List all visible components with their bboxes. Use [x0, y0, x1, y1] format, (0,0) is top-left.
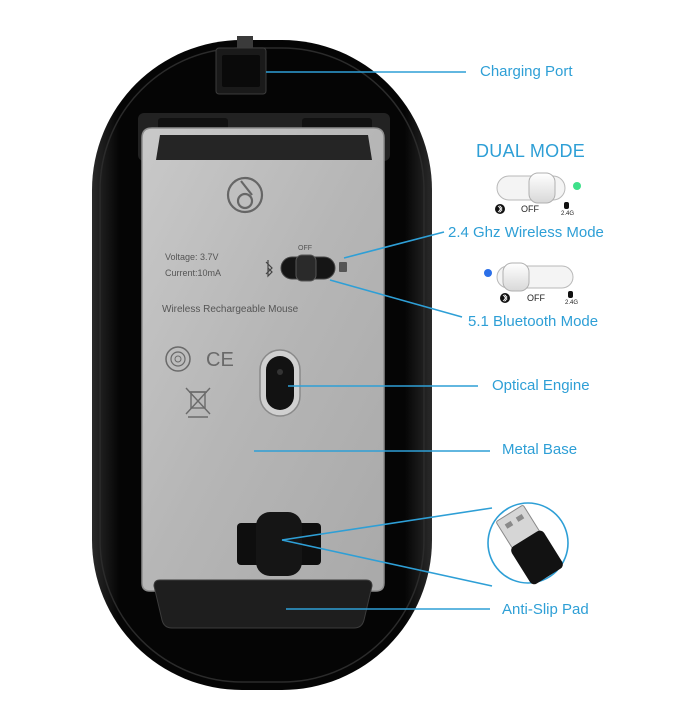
voltage-label: Voltage: 3.7V — [165, 252, 219, 262]
blue-led — [484, 269, 492, 277]
callout-line-wireless — [343, 231, 445, 259]
weee-bin-icon — [185, 387, 211, 418]
green-led — [573, 182, 581, 190]
callout-line-bluetooth — [329, 279, 463, 318]
wireless-mode-label: 2.4 Ghz Wireless Mode — [448, 224, 604, 241]
receiver-slot — [237, 512, 321, 576]
current-label: Current:10mA — [165, 268, 221, 278]
metal-base-label: Metal Base — [502, 441, 578, 458]
ccc-mark — [165, 346, 191, 372]
charging-port-label: Charging Port — [480, 63, 573, 80]
switch1-off-label: OFF — [521, 204, 539, 214]
anti-slip-pad-label: Anti-Slip Pad — [502, 601, 589, 618]
bluetooth-mode-label: 5.1 Bluetooth Mode — [468, 313, 599, 330]
dual-mode-title: DUAL MODE — [476, 141, 586, 161]
switch2-g-label: 2.4G — [565, 300, 579, 306]
brand-logo — [226, 176, 264, 214]
callout-line-receiver-bottom — [281, 539, 493, 587]
bluetooth-icon — [500, 293, 510, 303]
bluetooth-icon — [495, 204, 505, 214]
mouse-icon — [564, 202, 569, 209]
dual-mode-switch-2 — [484, 262, 574, 303]
switch1-g-label: 2.4G — [561, 211, 575, 217]
callout-lines — [254, 71, 493, 610]
dual-mode-switch-1 — [495, 172, 581, 214]
callout-line-receiver-top — [281, 507, 493, 541]
charging-port — [215, 36, 267, 95]
ce-mark: CE — [206, 349, 234, 371]
bottom-pad — [153, 579, 373, 629]
optical-engine — [259, 349, 301, 417]
optical-engine-label: Optical Engine — [492, 377, 590, 394]
switch2-off-label: OFF — [527, 293, 545, 303]
switch-off-label: OFF — [298, 245, 312, 252]
certification-marks: CE — [165, 346, 234, 418]
product-label: Wireless Rechargeable Mouse — [162, 304, 299, 315]
usb-receiver — [487, 502, 569, 585]
power-switch — [265, 254, 347, 282]
mouse-icon — [568, 291, 573, 298]
